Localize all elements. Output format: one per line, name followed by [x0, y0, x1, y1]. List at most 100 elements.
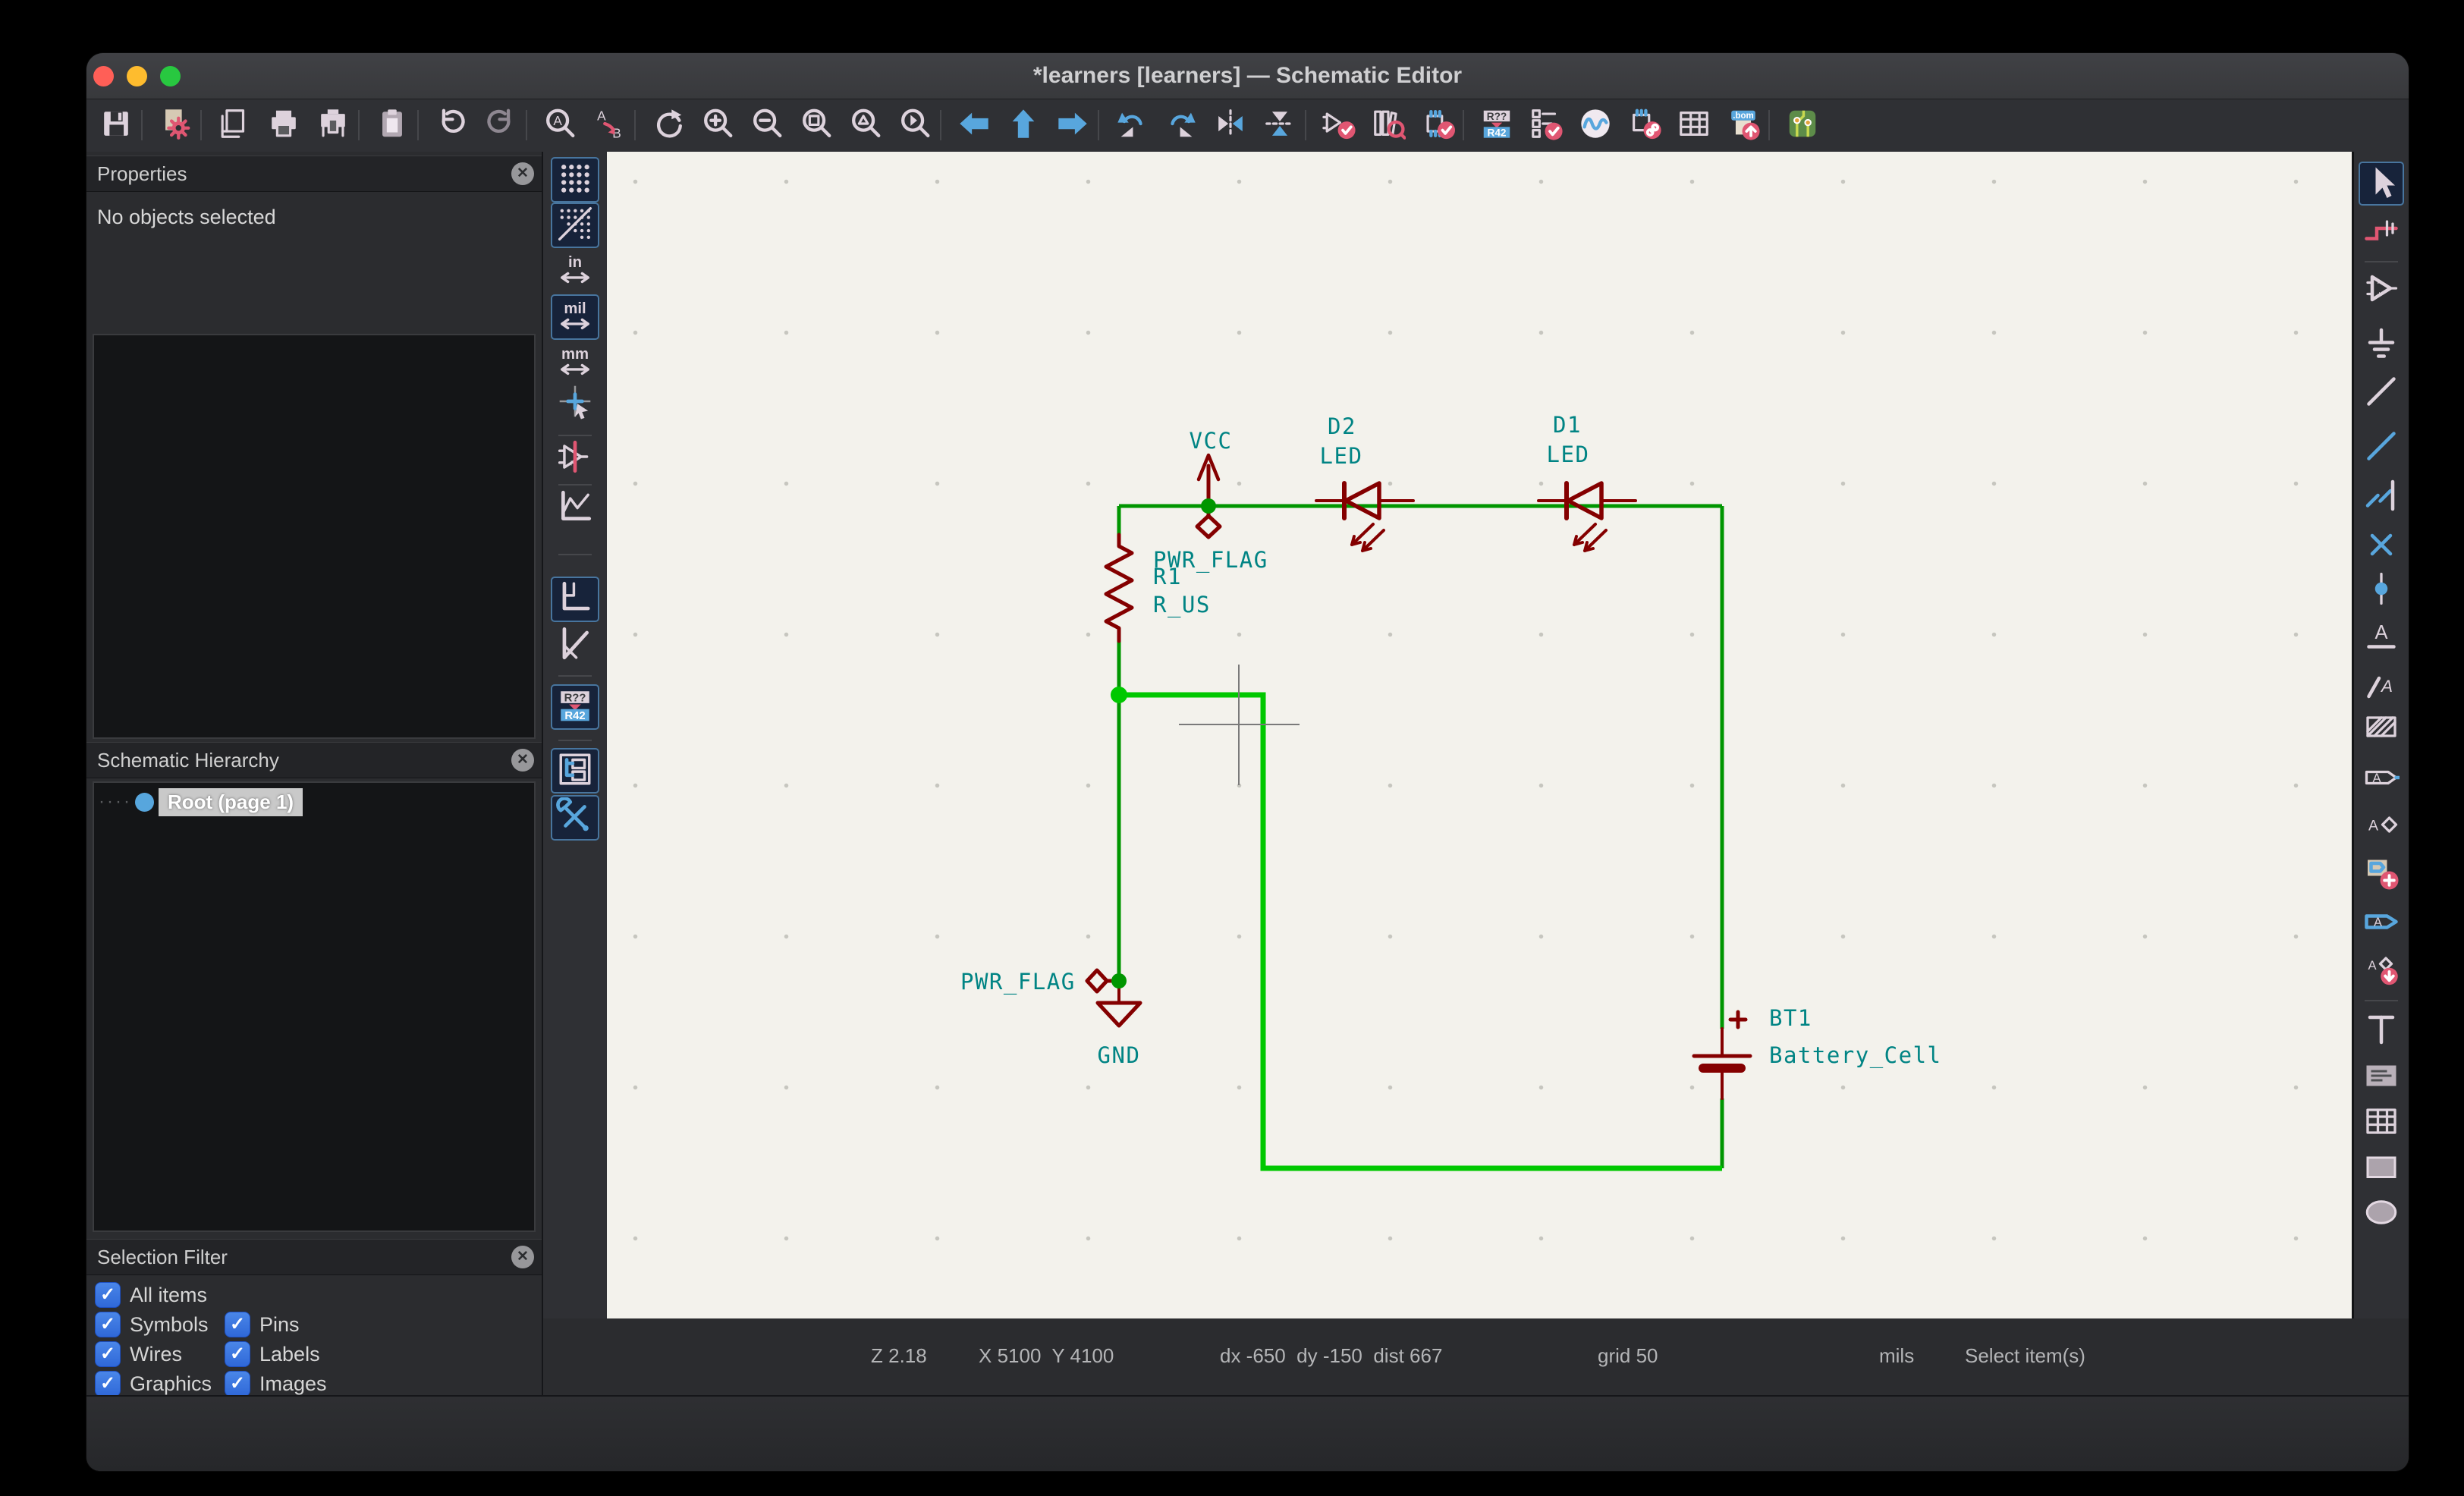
minimize-window-button[interactable] — [127, 66, 147, 86]
redo-button[interactable] — [479, 104, 522, 146]
save-button[interactable] — [95, 104, 137, 146]
schematic-label[interactable]: D1 — [1553, 412, 1582, 438]
schematic-label[interactable]: BT1 — [1769, 1005, 1812, 1031]
zoom-fit-button[interactable] — [795, 104, 838, 146]
hierarchy-close-icon[interactable]: ✕ — [511, 749, 534, 772]
add-symbol-button[interactable]: −+ — [2359, 268, 2404, 312]
find-button[interactable]: A — [539, 104, 581, 146]
annotate-button[interactable]: R??R42 — [1476, 104, 1518, 146]
checkbox-graphics[interactable]: ✓ — [95, 1371, 121, 1397]
ortho-wires-button[interactable] — [551, 577, 599, 622]
add-directive-label-button[interactable]: A — [2359, 665, 2404, 709]
sheet-settings-button[interactable] — [154, 104, 196, 146]
mirror-horizontal-button[interactable] — [1209, 104, 1252, 146]
maximize-window-button[interactable] — [160, 66, 181, 86]
grid-dots-button[interactable] — [551, 157, 599, 203]
add-bus-button[interactable] — [2359, 426, 2404, 470]
add-text-button[interactable] — [2359, 1008, 2404, 1052]
component-power-vcc[interactable] — [1196, 453, 1221, 508]
component-resistor-us[interactable] — [1104, 533, 1134, 643]
component-led[interactable] — [1315, 481, 1415, 552]
symbol-checker-button[interactable] — [1318, 104, 1360, 146]
checkbox-symbols[interactable]: ✓ — [95, 1312, 121, 1337]
add-hier-label-button[interactable]: A — [2359, 804, 2404, 848]
symbol-fields-table-button[interactable] — [1673, 104, 1715, 146]
schematic-label[interactable]: PWR_FLAG — [1153, 547, 1268, 574]
zoom-selection-button[interactable] — [894, 104, 936, 146]
add-textbox-button[interactable] — [2359, 1055, 2404, 1099]
component-battery-cell[interactable] — [1692, 1010, 1752, 1100]
unit-mm-button[interactable]: mm — [551, 340, 599, 385]
add-global-label-button[interactable]: A — [2359, 757, 2404, 801]
refresh-view-button[interactable] — [647, 104, 690, 146]
component-led[interactable] — [1537, 481, 1637, 552]
paste-button[interactable] — [371, 104, 413, 146]
wire-selected[interactable] — [1119, 692, 1722, 1171]
rotate-ccw-button[interactable] — [1111, 104, 1153, 146]
checkbox-wires[interactable]: ✓ — [95, 1341, 121, 1367]
add-ellipse-button[interactable] — [2359, 1192, 2404, 1236]
schematic-label[interactable]: PWR_FLAG — [960, 969, 1076, 995]
zoom-objects-button[interactable] — [844, 104, 887, 146]
zoom-out-button[interactable] — [746, 104, 788, 146]
plot-button[interactable] — [312, 104, 354, 146]
title-bar[interactable]: *learners [learners] — Schematic Editor — [86, 53, 2409, 99]
nav-forward-button[interactable] — [1051, 104, 1094, 146]
bom-export-button[interactable]: .bom — [1722, 104, 1765, 146]
close-window-button[interactable] — [93, 66, 114, 86]
add-sheet-pin-button[interactable]: A — [2359, 901, 2404, 945]
highlight-net-button[interactable] — [2359, 210, 2404, 254]
add-power-button[interactable] — [2359, 323, 2404, 367]
library-browser-button[interactable] — [1367, 104, 1410, 146]
add-sheet-button[interactable] — [2359, 852, 2404, 896]
tools-button[interactable] — [551, 795, 599, 841]
hierarchy-item-root[interactable]: ···· Root (page 1) — [99, 787, 303, 816]
unit-in-button[interactable]: in — [551, 248, 599, 294]
add-rectangle-button[interactable] — [2359, 1146, 2404, 1190]
schematic-label[interactable]: Battery_Cell — [1769, 1042, 1942, 1069]
footprint-editor-button[interactable] — [1416, 104, 1459, 146]
assign-footprints-button[interactable] — [1623, 104, 1666, 146]
annotate-button[interactable]: R??R42 — [551, 684, 599, 730]
page-sheets-button[interactable] — [213, 104, 256, 146]
schematic-label[interactable]: D2 — [1328, 413, 1356, 439]
undo-button[interactable] — [430, 104, 473, 146]
add-net-label-button[interactable]: A — [2359, 614, 2404, 658]
selection-filter-close-icon[interactable]: ✕ — [511, 1246, 534, 1268]
hierarchy-navigator-button[interactable] — [551, 748, 599, 794]
add-junction-button[interactable] — [2359, 568, 2404, 612]
pcb-editor-button[interactable] — [1781, 104, 1824, 146]
select-tool-button[interactable] — [2359, 162, 2404, 206]
schematic-label[interactable]: R1 — [1153, 564, 1182, 589]
nav-up-button[interactable] — [1002, 104, 1045, 146]
checkbox-pins[interactable]: ✓ — [225, 1312, 250, 1337]
grid-override-button[interactable] — [551, 203, 599, 248]
add-no-connect-button[interactable] — [2359, 524, 2404, 568]
nav-back-button[interactable] — [953, 104, 995, 146]
schematic-label[interactable]: GND — [1098, 1042, 1141, 1068]
junction-dot[interactable] — [1201, 498, 1216, 514]
erc-button[interactable] — [1525, 104, 1567, 146]
checkbox-labels[interactable]: ✓ — [225, 1341, 250, 1367]
checkbox-images[interactable]: ✓ — [225, 1371, 250, 1397]
graph-lines-button[interactable] — [551, 486, 599, 531]
properties-close-icon[interactable]: ✕ — [511, 162, 534, 185]
add-bus-entry-button[interactable] — [2359, 475, 2404, 519]
rotate-cw-button[interactable] — [1160, 104, 1202, 146]
schematic-label[interactable]: LED — [1320, 443, 1363, 469]
junction-dot[interactable] — [1111, 687, 1127, 703]
snap-cursor-button[interactable] — [551, 380, 599, 426]
schematic-label[interactable]: LED — [1547, 442, 1590, 467]
print-button[interactable] — [262, 104, 305, 146]
schematic-drawing[interactable]: VCCD2LEDD1LEDPWR_FLAGR1R_USPWR_FLAGGNDBT… — [607, 152, 2352, 1318]
simulator-button[interactable] — [1574, 104, 1617, 146]
schematic-label[interactable]: R_US — [1153, 592, 1211, 618]
any-angle-wires-button[interactable] — [551, 622, 599, 668]
add-wire-button[interactable] — [2359, 371, 2404, 415]
unit-mil-button[interactable]: mil — [551, 294, 599, 340]
hidden-pins-button[interactable]: −+ — [551, 435, 599, 481]
checkbox-all-items[interactable]: ✓ — [95, 1282, 121, 1308]
schematic-label[interactable]: VCC — [1190, 428, 1233, 454]
